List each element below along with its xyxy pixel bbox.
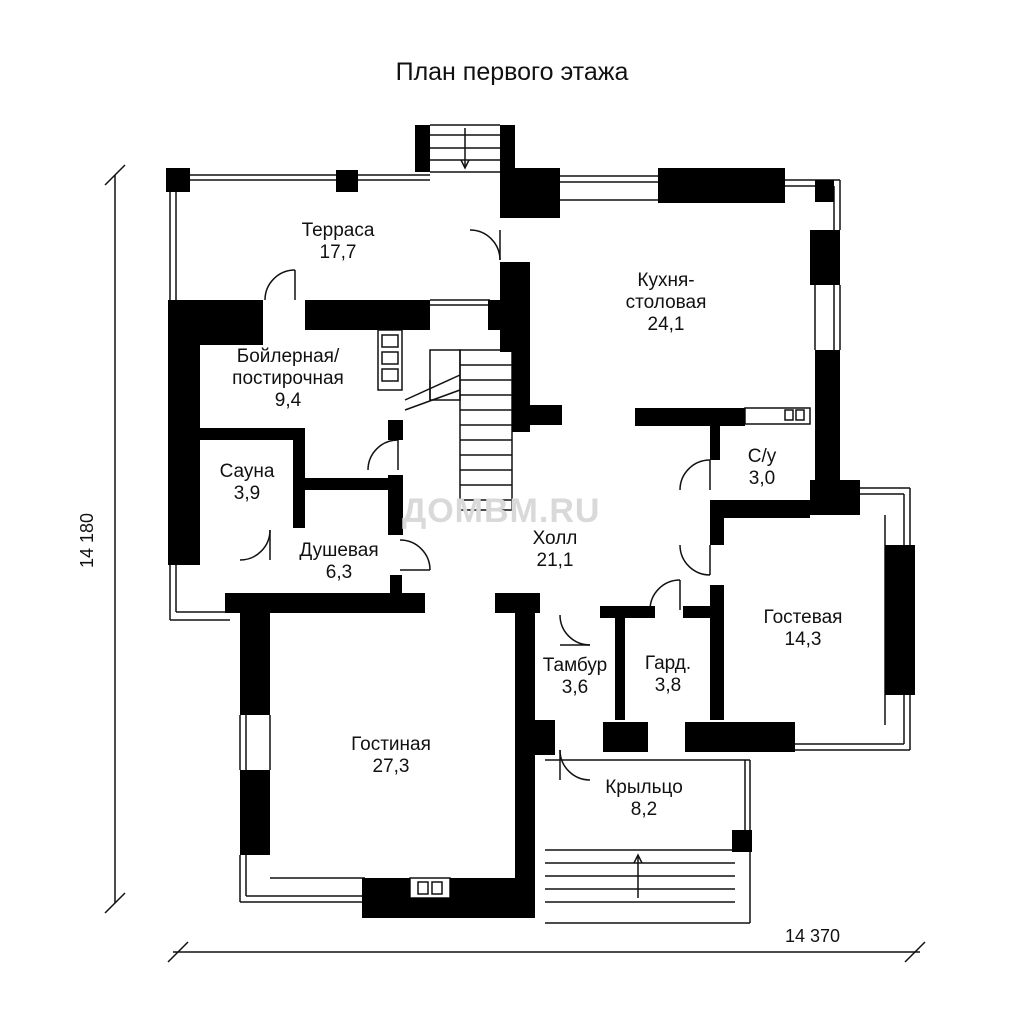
stair-arrows xyxy=(429,128,643,898)
dimension-height: 14 180 xyxy=(77,512,98,569)
room-vestibule: Тамбур 3,6 xyxy=(543,655,608,699)
room-sauna: Сауна 3,9 xyxy=(220,461,275,505)
room-name: Бойлерная/ постирочная xyxy=(232,346,344,389)
room-area: 24,1 xyxy=(647,314,685,335)
room-area: 8,2 xyxy=(630,799,658,820)
room-name: Терраса xyxy=(301,220,375,241)
room-name: Гард. xyxy=(644,653,692,674)
room-area: 3,6 xyxy=(561,677,589,698)
room-name: Крыльцо xyxy=(605,777,683,798)
room-name: Кухня- столовая xyxy=(625,270,707,313)
walls xyxy=(166,125,915,918)
room-name: Тамбур xyxy=(542,655,608,676)
room-name: Гостиная xyxy=(351,734,431,755)
room-area: 6,3 xyxy=(325,562,353,583)
room-shower: Душевая 6,3 xyxy=(299,540,378,584)
room-area: 21,1 xyxy=(536,550,574,571)
room-name: Душевая xyxy=(299,540,379,561)
room-area: 9,4 xyxy=(274,390,302,411)
room-area: 3,9 xyxy=(233,483,261,504)
room-name: Сауна xyxy=(219,461,275,482)
room-porch: Крыльцо 8,2 xyxy=(605,777,683,821)
room-kitchen: Кухня- столовая 24,1 xyxy=(626,270,707,336)
room-area: 17,7 xyxy=(319,242,357,263)
room-hall: Холл 21,1 xyxy=(533,528,578,572)
room-name: С/у xyxy=(747,446,777,467)
dimension-lines xyxy=(104,164,926,963)
dimension-width: 14 370 xyxy=(785,926,841,946)
room-wc: С/у 3,0 xyxy=(748,446,777,490)
room-area: 3,8 xyxy=(654,675,682,696)
room-guest: Гостевая 14,3 xyxy=(764,607,843,651)
room-area: 14,3 xyxy=(784,629,822,650)
plan-title: План первого этажа xyxy=(395,58,629,86)
room-area: 27,3 xyxy=(372,756,410,777)
room-name: Холл xyxy=(532,528,578,549)
room-name: Гостевая xyxy=(763,607,843,628)
room-living: Гостиная 27,3 xyxy=(351,734,431,778)
watermark: ДОМВМ.RU xyxy=(402,492,601,530)
room-wardrobe: Гард. 3,8 xyxy=(645,653,691,697)
room-boiler: Бойлерная/ постирочная 9,4 xyxy=(232,346,344,412)
room-area: 3,0 xyxy=(748,468,776,489)
room-terrace: Терраса 17,7 xyxy=(302,220,375,264)
